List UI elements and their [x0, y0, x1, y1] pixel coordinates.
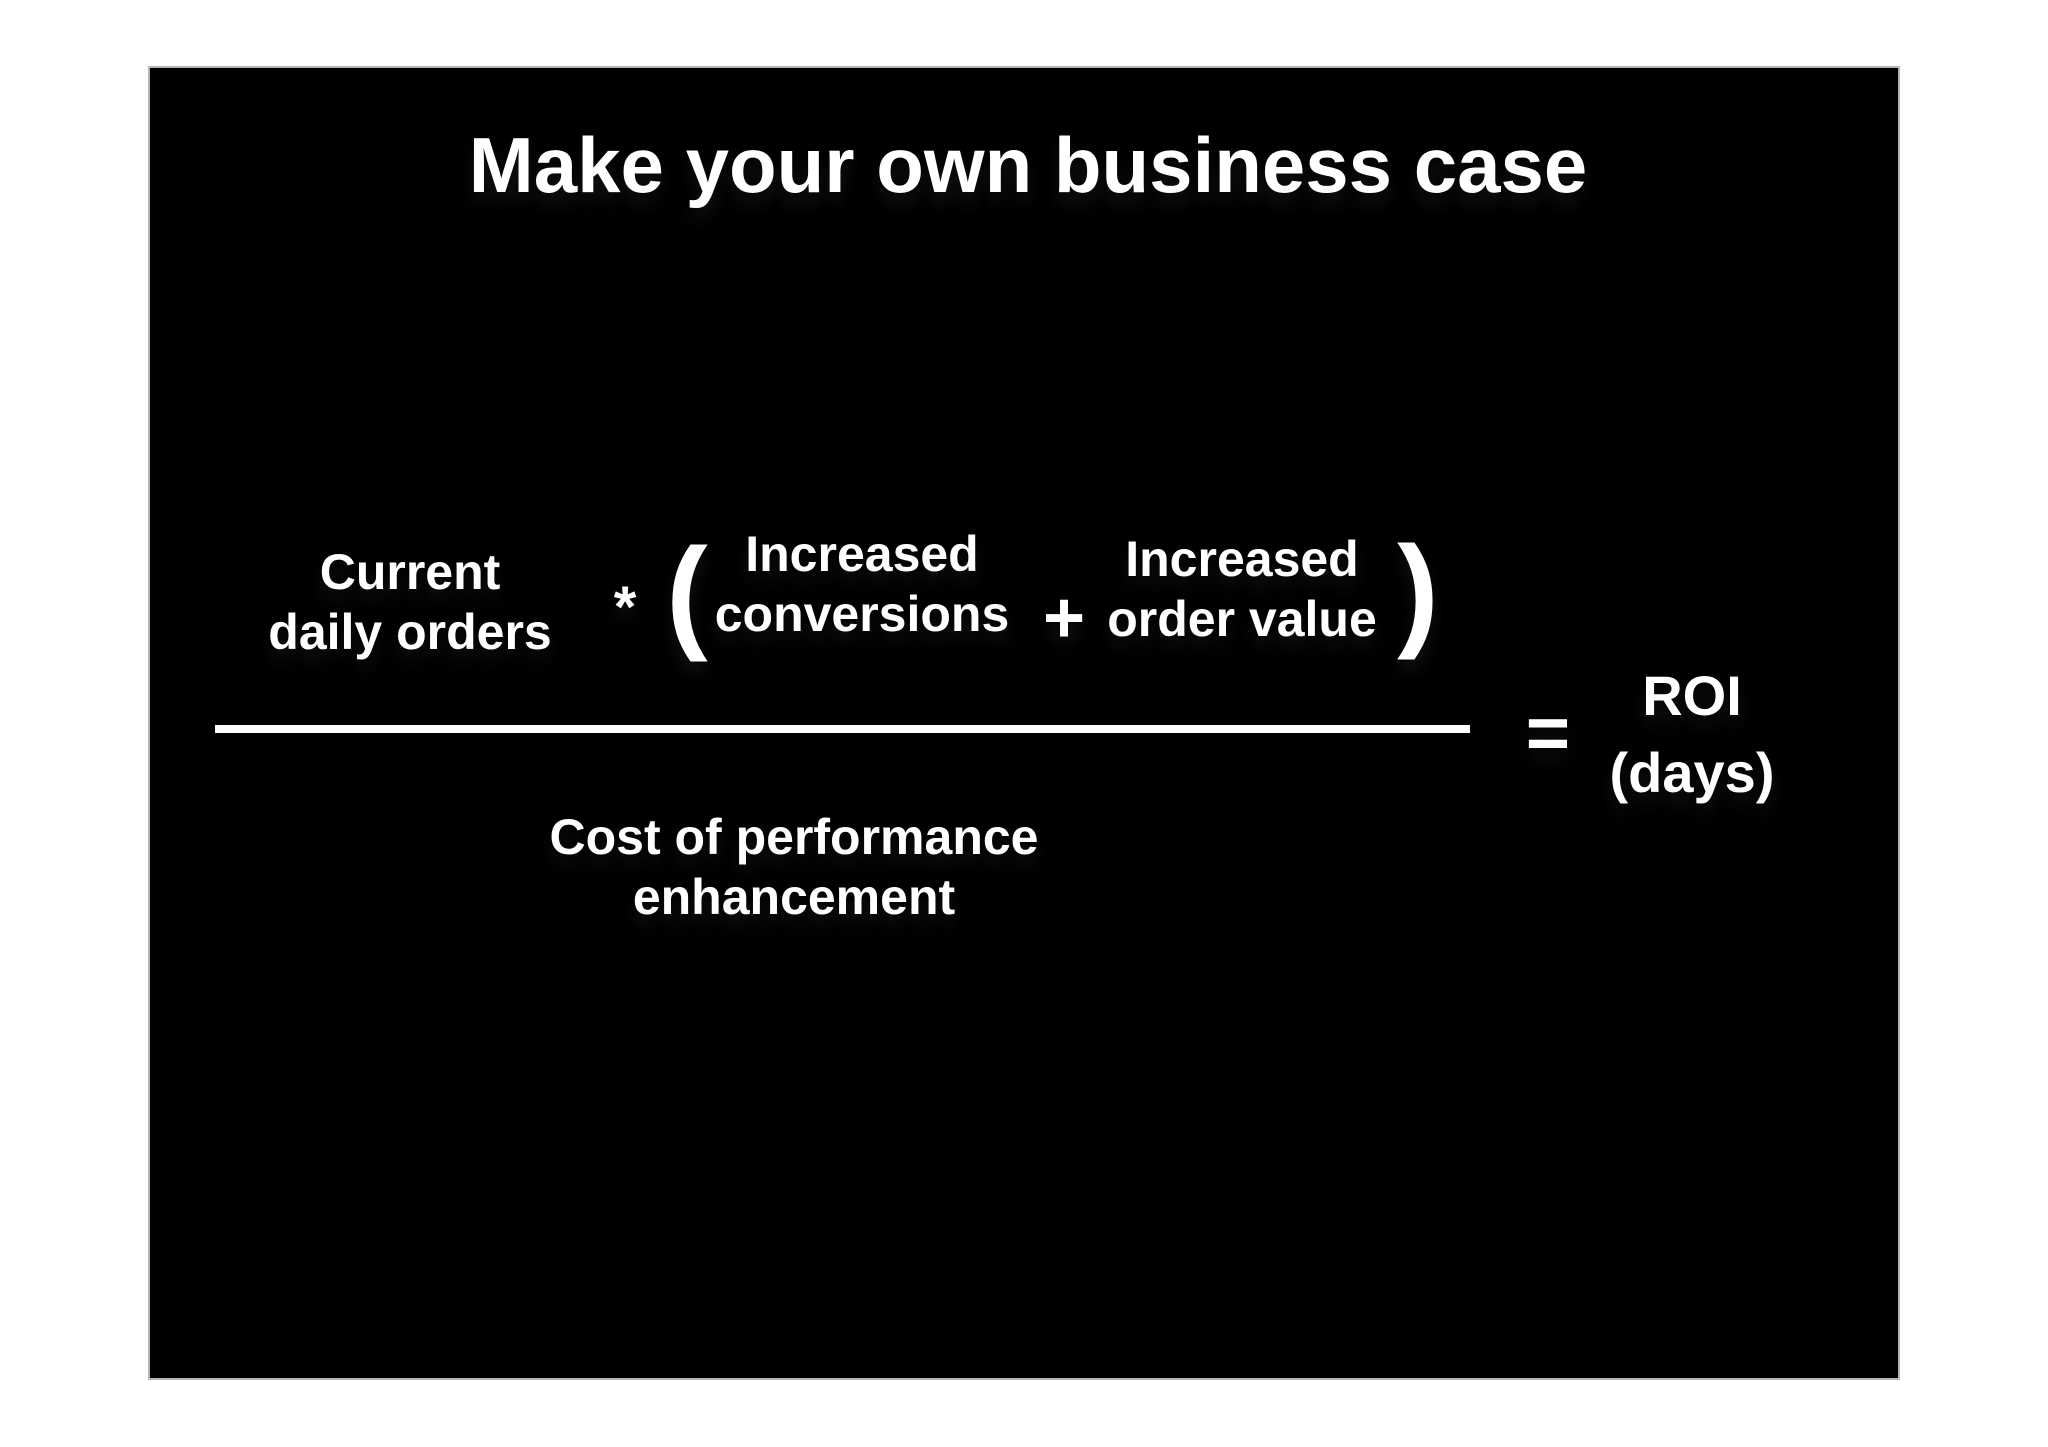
slide-title: Make your own business case	[468, 121, 1588, 209]
numerator-current-daily-orders: Current daily orders	[268, 542, 551, 662]
open-paren: (	[666, 523, 708, 663]
increased-order-value-line1: Increased	[1125, 531, 1359, 587]
increased-conversions-line1: Increased	[745, 526, 979, 582]
presentation-slide: Make your own business case Current dail…	[148, 66, 1900, 1380]
result-roi-days: ROI (days)	[1610, 657, 1775, 811]
current-orders-line1: Current	[319, 544, 501, 600]
current-orders-line2: daily orders	[268, 604, 552, 660]
term-increased-conversions: Increased conversions	[715, 524, 1010, 644]
equals-sign: =	[1525, 691, 1571, 776]
denominator-line1: Cost of performance	[549, 809, 1039, 865]
denominator-cost-of-performance: Cost of performance enhancement	[550, 807, 1039, 927]
increased-order-value-line2: order value	[1107, 591, 1377, 647]
denominator-line2: enhancement	[632, 869, 956, 925]
result-line1: ROI	[1642, 664, 1742, 727]
result-line2: (days)	[1609, 741, 1775, 804]
multiply-operator: *	[613, 575, 637, 640]
fraction-bar	[215, 725, 1470, 733]
increased-conversions-line2: conversions	[714, 586, 1010, 642]
close-paren: )	[1397, 521, 1439, 661]
plus-operator: +	[1042, 578, 1086, 658]
term-increased-order-value: Increased order value	[1107, 529, 1377, 649]
